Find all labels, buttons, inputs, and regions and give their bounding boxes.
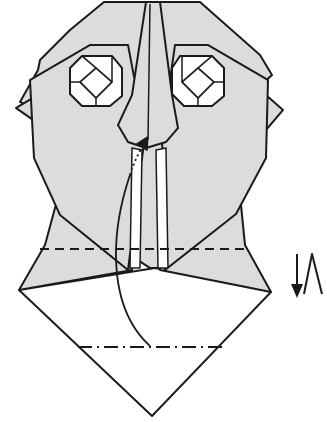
left-eye bbox=[70, 56, 122, 106]
turn-over-symbol bbox=[291, 254, 322, 298]
right-ear-flap bbox=[266, 95, 283, 130]
right-eye bbox=[172, 56, 224, 106]
